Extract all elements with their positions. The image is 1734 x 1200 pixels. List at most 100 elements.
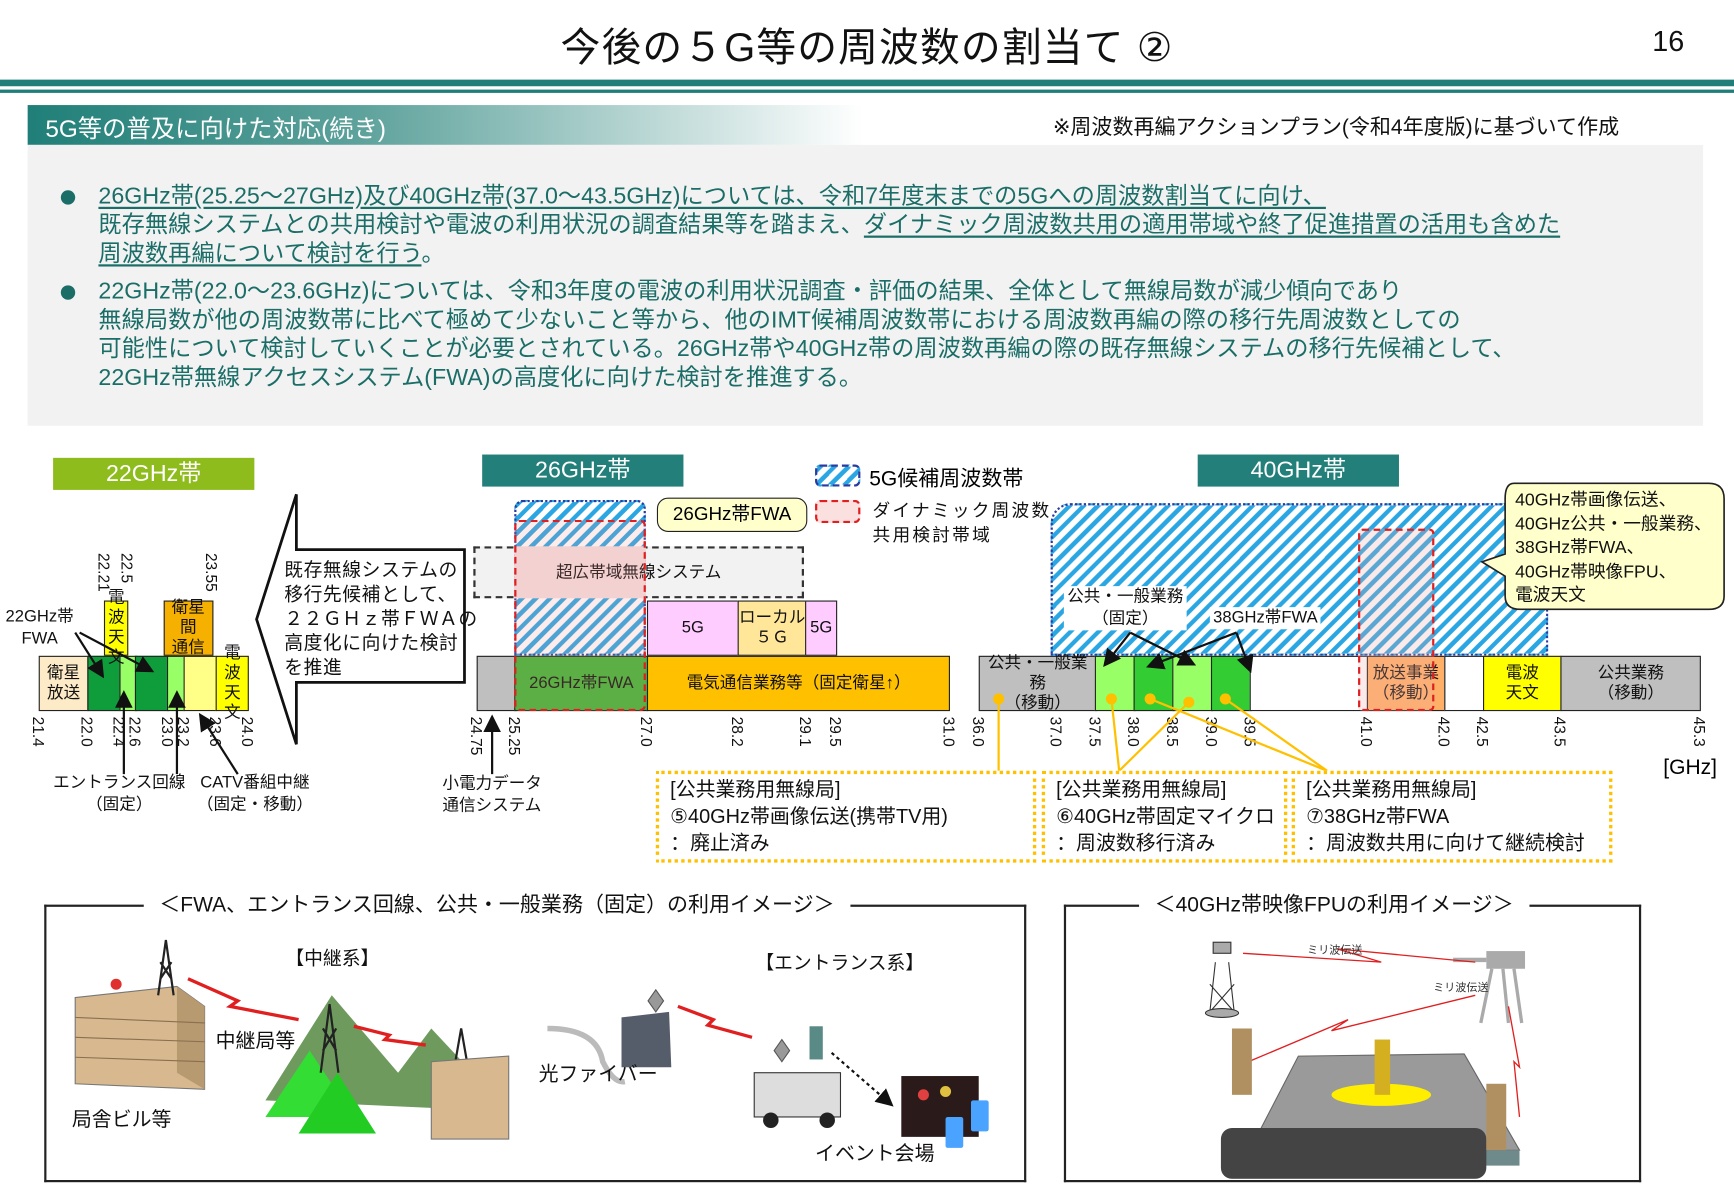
bullet-line: 26GHz帯(25.25～27GHz)及び40GHz帯(37.0～43.5GHz… xyxy=(98,182,1560,211)
box-heading: [公共業務用無線局] xyxy=(670,778,841,801)
relay-station-label: 中継局等 xyxy=(215,1029,296,1052)
box-status: ：周波数移行済み xyxy=(1056,831,1216,854)
unit-label: [GHz] xyxy=(1663,756,1717,780)
tick-label: 37.5 xyxy=(1086,716,1104,747)
bullet-text: 26GHz帯(25.25～27GHz)及び40GHz帯(37.0～43.5GHz… xyxy=(98,183,1326,210)
tick-label: 36.0 xyxy=(969,716,988,747)
section-header: 5G等の普及に向けた対応(続き) xyxy=(27,105,863,145)
relay-truck-icon xyxy=(753,1026,842,1129)
mmwave-label-1: ミリ波伝送 xyxy=(1307,944,1363,957)
source-note: ※周波数再編アクションプラン(令和4年度版)に基づいて作成 xyxy=(1052,116,1620,140)
band-segment xyxy=(1172,655,1213,712)
bullet-line: 22GHz帯無線アクセスシステム(FWA)の高度化に向けた検討を推進する。 xyxy=(98,364,1515,393)
speech-bubble-text: 40GHz帯画像伝送、 40GHz公共・一般業務、 38GHz帯FWA、 40G… xyxy=(1515,491,1712,605)
header-divider-thin xyxy=(0,89,1734,93)
bullet-text: 既存無線システムとの共用検討や電波の利用状況の調査結果等を踏まえ、 xyxy=(98,212,864,238)
dynamic-sharing-band-26 xyxy=(514,519,646,712)
tick-label: 31.0 xyxy=(940,716,958,747)
station-box-5: [公共業務用無線局] ⑤40GHz帯画像伝送(携帯TV用) ：廃止済み xyxy=(655,770,1037,863)
tick-label: 28.2 xyxy=(728,716,747,747)
building-small-icon xyxy=(430,1055,510,1140)
band-segment xyxy=(476,655,517,712)
audience-icon xyxy=(1220,1128,1487,1179)
datacenter-icon xyxy=(621,988,672,1068)
tick-label-top: 23.55 xyxy=(202,552,221,592)
tick-label: 25.25 xyxy=(505,716,524,756)
arrow-text: 既存無線システムの 移行先候補として、 ２２ＧＨｚ帯ＦＷＡの 高度化に向けた検討… xyxy=(284,559,478,678)
bullet-dot-icon xyxy=(60,285,76,300)
entrance-label: エントランス回線 （固定） xyxy=(53,773,186,814)
tick-label: 42.5 xyxy=(1473,716,1492,747)
tick-label: 45.3 xyxy=(1690,716,1709,747)
band-segment: 衛星 放送 xyxy=(38,655,89,712)
legend-dynamic-label: ダイナミック周波数 共用検討帯域 xyxy=(872,502,1052,546)
tick-label: 37.0 xyxy=(1047,716,1066,747)
tick-label: 39.0 xyxy=(1202,716,1221,747)
band-segment: ローカル ５Ｇ xyxy=(737,600,807,656)
tick-label: 22.0 xyxy=(78,716,96,747)
tick-label: 27.0 xyxy=(637,716,656,747)
uwb-label: 超広帯域無線システム xyxy=(555,562,722,582)
header-divider xyxy=(0,79,1734,87)
box-station-name: ⑦38GHz帯FWA xyxy=(1306,805,1450,828)
band-segment xyxy=(183,655,218,712)
page-title: 今後の５G等の周波数の割当て ② xyxy=(560,24,1174,70)
bullet-item: 22GHz帯(22.0～23.6GHz)については、令和3年度の電波の利用状況調… xyxy=(60,278,1516,393)
legend-dynamic-swatch xyxy=(815,499,861,524)
dynamic-sharing-band-40 xyxy=(1358,528,1435,712)
band-segment: 26GHz帯FWA xyxy=(514,655,649,712)
tick-label: 23.6 xyxy=(206,716,225,747)
tick-label: 21.4 xyxy=(29,716,48,747)
fixed-service-label: 公共・一般業務 （固定） xyxy=(1063,586,1187,631)
catv-label: CATV番組中継 （固定・移動） xyxy=(196,773,313,814)
bullet-text: 。 xyxy=(421,241,445,267)
band-segment: 電波 天文 xyxy=(1482,655,1562,712)
summary-box xyxy=(27,144,1704,426)
fpu-camera-icon xyxy=(1453,951,1526,1024)
tick-label: 42.0 xyxy=(1435,716,1453,747)
fwa22-label: 22GHz帯 FWA xyxy=(5,607,74,649)
tick-label: 24.75 xyxy=(467,716,486,756)
bullet-line: 無線局数が他の周波数帯に比べて極めて少ないこと等から、他のIMT候補周波数帯にお… xyxy=(98,306,1515,335)
tick-label: 39.5 xyxy=(1241,716,1259,747)
bullet-text: 無線局数が他の周波数帯に比べて極めて少ないこと等から、他のIMT候補周波数帯にお… xyxy=(98,307,1461,333)
box-station-name: ⑥40GHz帯固定マイクロ xyxy=(1056,805,1275,828)
relay-label: 【中継系】 xyxy=(285,947,380,969)
band-segment xyxy=(1133,655,1175,712)
bullet-text: 周波数再編について検討を行う xyxy=(98,241,422,267)
box-status: ：周波数共用に向けて継続検討 xyxy=(1306,831,1585,854)
event-venue-icon xyxy=(901,1076,989,1148)
bullet-line: 22GHz帯(22.0～23.6GHz)については、令和3年度の電波の利用状況調… xyxy=(98,278,1515,307)
low-power-label: 小電力データ 通信システム xyxy=(442,774,542,816)
tick-label-top: 22.21 xyxy=(94,552,113,592)
tick-label: 38.5 xyxy=(1163,716,1182,747)
bullet-text: 可能性について検討していくことが必要とされている。26GHz帯や40GHz帯の周… xyxy=(98,336,1516,362)
fwa-image-title: ＜FWA、エントランス回線、公共・一般業務（固定）の利用イメージ＞ xyxy=(143,888,851,918)
tick-label-top: 22.5 xyxy=(118,552,136,584)
bullet-line: 周波数再編について検討を行う。 xyxy=(98,240,1560,269)
event-venue-label: イベント会場 xyxy=(815,1142,935,1165)
band-segment: 5G xyxy=(805,600,838,656)
page-number: 16 xyxy=(1652,24,1685,58)
tick-label: 29.5 xyxy=(826,716,845,747)
uwb-band-overlap xyxy=(514,546,646,599)
station-box-6: [公共業務用無線局] ⑥40GHz帯固定マイクロ ：周波数移行済み xyxy=(1041,770,1288,863)
box-heading: [公共業務用無線局] xyxy=(1056,778,1227,801)
mmwave-label-2: ミリ波伝送 xyxy=(1433,982,1489,995)
fwa-illustration xyxy=(74,939,989,1148)
station-box-7: [公共業務用無線局] ⑦38GHz帯FWA ：周波数共用に向けて継続検討 xyxy=(1291,770,1613,863)
legend-candidate-label: 5G候補周波数帯 xyxy=(869,467,1024,492)
band-segment: 公共業務 （移動） xyxy=(1560,655,1702,712)
fpu-image-title: ＜40GHz帯映像FPUの利用イメージ＞ xyxy=(1139,888,1530,918)
band-segment xyxy=(167,655,186,712)
fwa38-label: 38GHz帯FWA xyxy=(1209,607,1321,630)
band-segment xyxy=(1250,655,1369,712)
box-station-name: ⑤40GHz帯画像伝送(携帯TV用) xyxy=(670,805,948,828)
band-segment: 5G xyxy=(646,600,739,656)
band-tag-40ghz: 40GHz帯 xyxy=(1197,454,1399,487)
band-segment: 電波 天文 xyxy=(215,644,250,722)
section-title: 5G等の普及に向けた対応(続き) xyxy=(45,115,386,143)
bullet-line: 既存無線システムとの共用検討や電波の利用状況の調査結果等を踏まえ、ダイナミック周… xyxy=(98,211,1560,240)
band-segment xyxy=(1211,655,1252,712)
band-segment xyxy=(135,655,169,712)
